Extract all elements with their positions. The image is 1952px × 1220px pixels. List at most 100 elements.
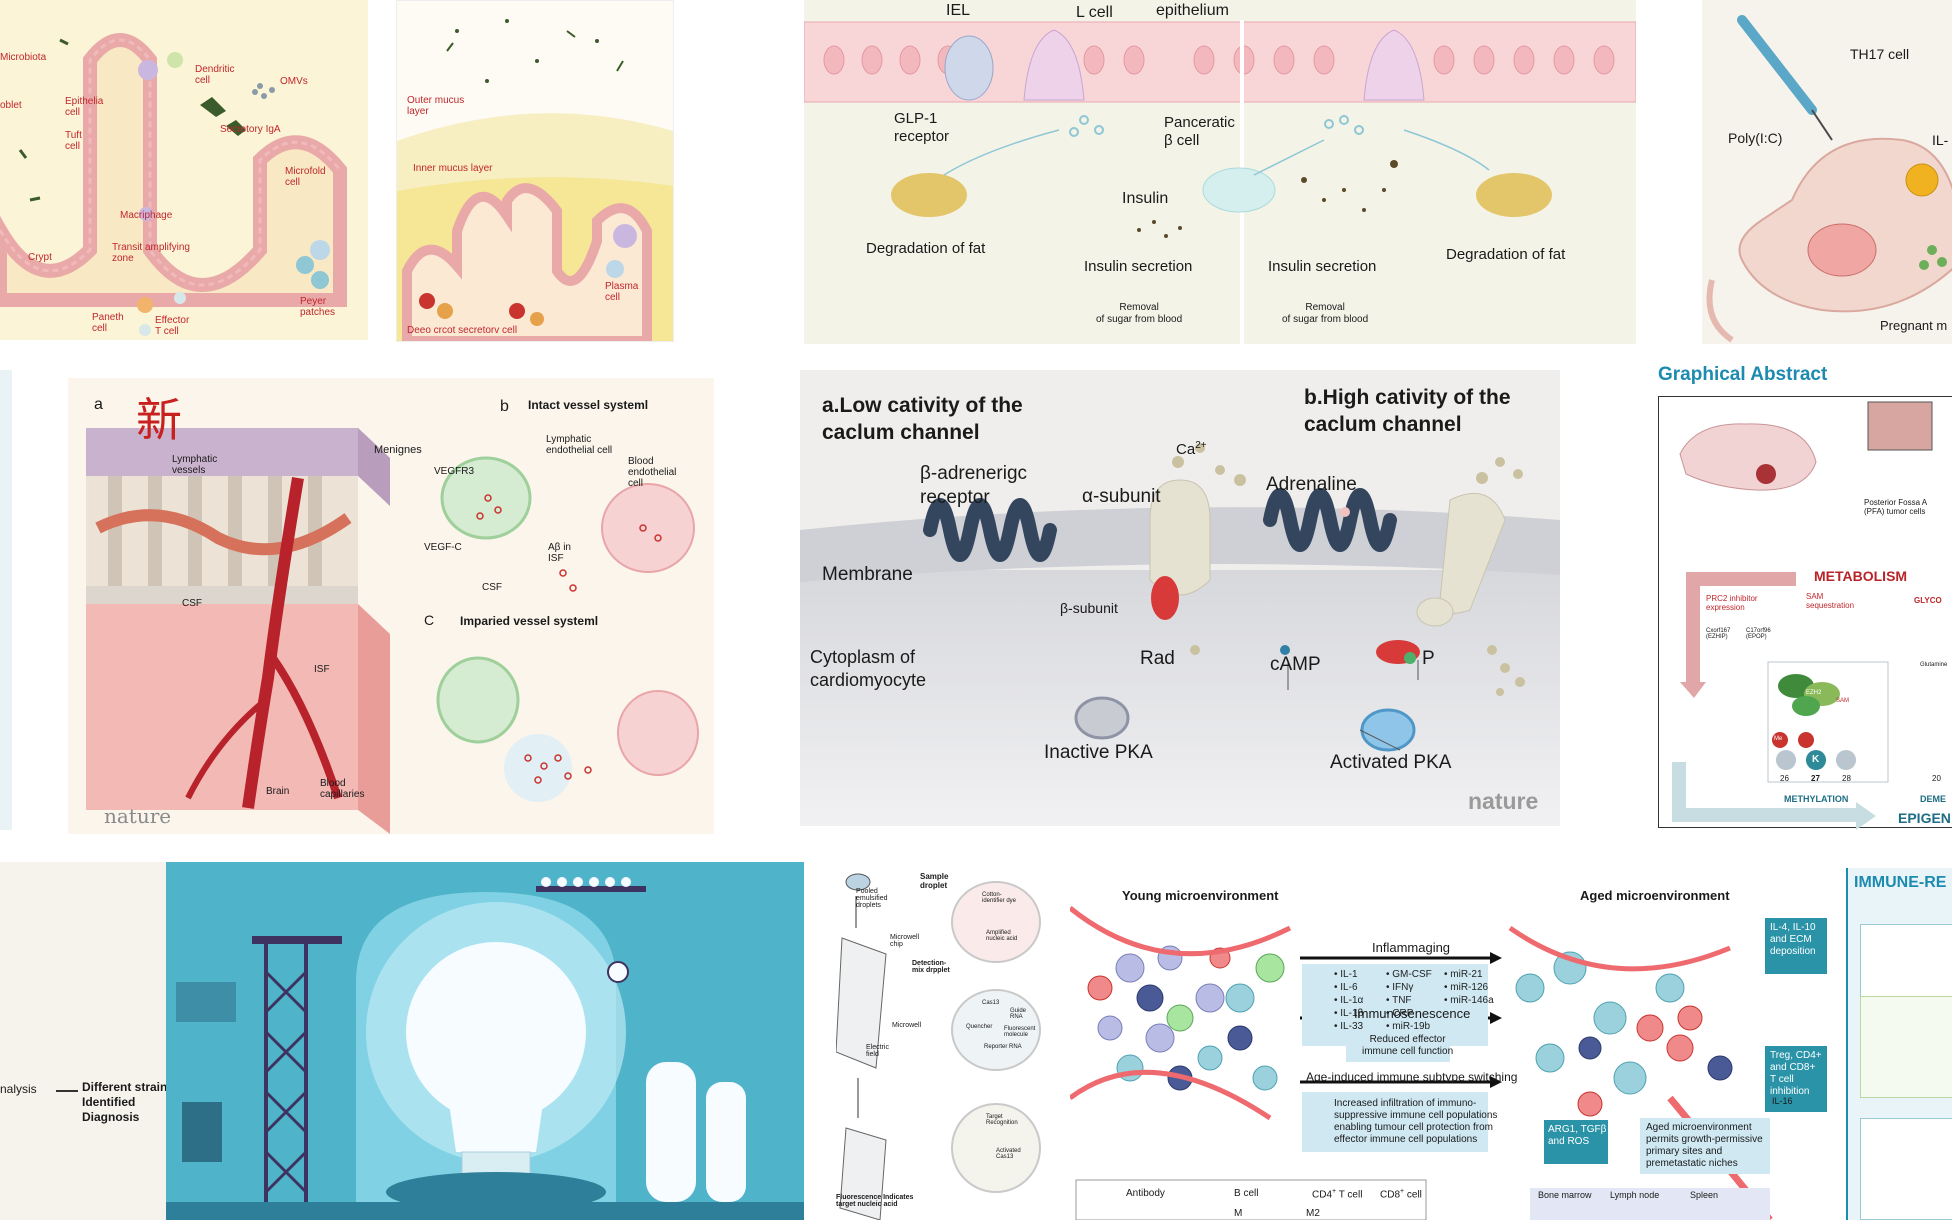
label-analysis: nalysis — [0, 1082, 37, 1096]
cytokine-item: • miR-21 — [1444, 969, 1483, 980]
label-reduced-effector: Reduced effector immune cell function — [1362, 1034, 1454, 1057]
label-inflammaging: Inflammaging — [1372, 940, 1451, 955]
droplet-assay-panel: Pooled emulsified droplets Sample drople… — [836, 868, 1070, 1220]
label-microwell: Microwell — [892, 1022, 922, 1029]
label-degradation-fat-2: Degradation of fat — [1446, 246, 1566, 263]
nature-logo-calcium: nature — [1468, 788, 1539, 814]
label-polyic: Poly(I:C) — [1728, 130, 1783, 146]
cytokine-item: • miR-146a — [1444, 995, 1494, 1006]
logo-hanzi: 新 — [136, 393, 182, 447]
label-arg1: ARG1, TGFβ and ROS — [1548, 1124, 1607, 1147]
left-edge-panel — [0, 370, 12, 830]
label-inner-mucus: Inner mucus layer — [413, 163, 493, 174]
label-strains-result: Different strains Identified Diagnosis — [82, 1080, 166, 1124]
label-lymphatic-vessels: Lymphatic vessels — [172, 454, 218, 476]
label-calcium-charge: 2+ — [1195, 440, 1207, 451]
label-insulin: Insulin — [1122, 190, 1169, 207]
cytokine-list-1: • IL-1 • IL-6 • IL-1α • IL-1β • IL-33 — [1334, 968, 1363, 1033]
label-reporter-rna: Reporter RNA — [984, 1044, 1022, 1050]
label-me-1: Me — [1774, 736, 1783, 742]
label-bone-marrow: Bone marrow — [1538, 1190, 1592, 1200]
cytokine-item: • miR-19b — [1386, 1021, 1431, 1032]
label-alpha-subunit: α-subunit — [1082, 486, 1161, 507]
label-outer-mucus: Outer mucus layer — [407, 95, 465, 117]
label-k20: 20 — [1932, 774, 1941, 783]
label-effector: Effector T cell — [155, 315, 190, 337]
label-goblet: oblet — [0, 100, 22, 111]
cytokine-item: • IL-1β — [1334, 1008, 1364, 1019]
label-metabolism: METABOLISM — [1814, 568, 1908, 584]
label-il4: IL-4, IL-10 and ECM deposition — [1770, 922, 1816, 957]
droplet-assay-illustration — [836, 873, 1041, 1220]
legend-b-cell: B cell — [1234, 1188, 1259, 1199]
label-glutamine: Glutamine — [1920, 662, 1948, 668]
cytokine-item: • CRP — [1386, 1008, 1414, 1019]
label-plasma: Plasma cell — [605, 281, 639, 303]
label-abeta-isf: Aβ in ISF — [548, 542, 571, 564]
label-pregnant: Pregnant m — [1880, 318, 1948, 333]
lightbulb-illustration — [166, 877, 804, 1220]
label-activated-cas13: Activated Cas13 — [996, 1148, 1021, 1160]
title-high-activity: b.High cativity of the caclum channel — [1304, 386, 1511, 436]
label-cytoplasm: Cytoplasm of cardiomyocyte — [810, 647, 927, 690]
label-crypt: Crypt — [28, 252, 52, 263]
label-fluorescent-molecule: Fluorescent molecule — [1004, 1026, 1036, 1038]
label-iel: IEL — [946, 2, 971, 19]
label-sam-small: SAM — [1836, 698, 1850, 704]
label-microbiota: Microbiota — [0, 52, 47, 63]
legend-cd8-text: CD8 — [1380, 1189, 1401, 1201]
label-inactive-pka: Inactive PKA — [1044, 742, 1153, 763]
label-rad: Rad — [1140, 648, 1175, 669]
label-permits: Aged microenvironment permits growth-per… — [1646, 1122, 1763, 1169]
label-calcium: Ca2+ — [1176, 440, 1207, 458]
label-target-recognition: Target Recognition — [986, 1114, 1018, 1126]
label-brain: Brain — [266, 786, 290, 797]
label-epithelium: epithelium — [1156, 2, 1229, 19]
label-epigenetics: EPIGEN — [1898, 810, 1951, 826]
label-csf-right: CSF — [482, 582, 502, 593]
lightbulb-illustration-panel — [166, 862, 804, 1220]
label-insulin-secretion-1: Insulin secretion — [1084, 258, 1193, 275]
label-k26: 26 — [1780, 774, 1789, 783]
label-cas13: Cas13 — [982, 1000, 1000, 1006]
label-sam: SAM sequestration — [1806, 592, 1855, 610]
nature-logo: nature — [104, 804, 172, 828]
label-blood-capillaries: Blood capillaries — [320, 778, 365, 800]
gut-villi-illustration — [0, 33, 347, 336]
label-cxorf: Cxorf167 (EZHIP) — [1706, 628, 1731, 640]
cytokine-item: • TNF — [1386, 995, 1412, 1006]
gut-epithelium-panel: Microbiota oblet Epithelia cell Tuft cel… — [0, 0, 368, 340]
label-peyer: Peyer patches — [300, 296, 336, 318]
label-adrenaline: Adrenaline — [1266, 474, 1357, 495]
calcium-channel-panel: a.Low cativity of the caclum channel b.H… — [800, 370, 1560, 826]
label-transit: Transit amplifying zone — [112, 242, 190, 264]
label-spleen: Spleen — [1690, 1190, 1719, 1200]
aging-microenvironment-panel: Young microenvironment Aged microenviron… — [1070, 868, 1840, 1220]
strains-diagnosis-panel: nalysis Different strains Identified Dia… — [0, 862, 166, 1220]
label-subtype-switching: Age-induced immune subtype switching — [1306, 1070, 1518, 1084]
immune-textblock-2 — [1860, 996, 1952, 1098]
label-microfold: Microfold cell — [285, 166, 326, 188]
label-secretory-iga: Secretory IgA — [220, 124, 281, 135]
legend-m1: M — [1234, 1208, 1243, 1219]
label-il: IL- — [1932, 132, 1949, 148]
label-impaired: Imparied vessel systeml — [460, 614, 599, 628]
label-prc2: PRC2 inhibitor expression — [1706, 594, 1758, 612]
graphical-abstract-frame — [1658, 396, 1952, 828]
label-microwell-chip: Microwell chip — [890, 934, 920, 948]
label-omvs: OMVs — [280, 76, 308, 87]
label-ezh2: EZH2 — [1806, 690, 1822, 696]
cytokine-item: • GM-CSF — [1386, 969, 1432, 980]
label-th17: TH17 cell — [1850, 46, 1910, 62]
label-infiltration: Increased infiltration of immuno- suppre… — [1334, 1098, 1498, 1145]
label-sample-droplet: Sample droplet — [920, 872, 949, 890]
label-blood-endothelial: Blood endothelial cell — [628, 456, 677, 489]
cytokine-item: • IL-1 — [1334, 969, 1358, 980]
cytokine-item: • IL-33 — [1334, 1021, 1364, 1032]
label-immunosenescence: Immunosenescence — [1354, 1006, 1471, 1021]
label-pfa: Posterior Fossa A (PFA) tumor cells — [1864, 498, 1928, 516]
microenvironment-illustration — [1070, 906, 1827, 1220]
label-k27: 27 — [1811, 774, 1820, 783]
cytokine-list-2: • GM-CSF • IFNγ • TNF • CRP • miR-19b — [1386, 968, 1432, 1033]
label-amplified: Amplified nucleic acid — [986, 930, 1018, 942]
